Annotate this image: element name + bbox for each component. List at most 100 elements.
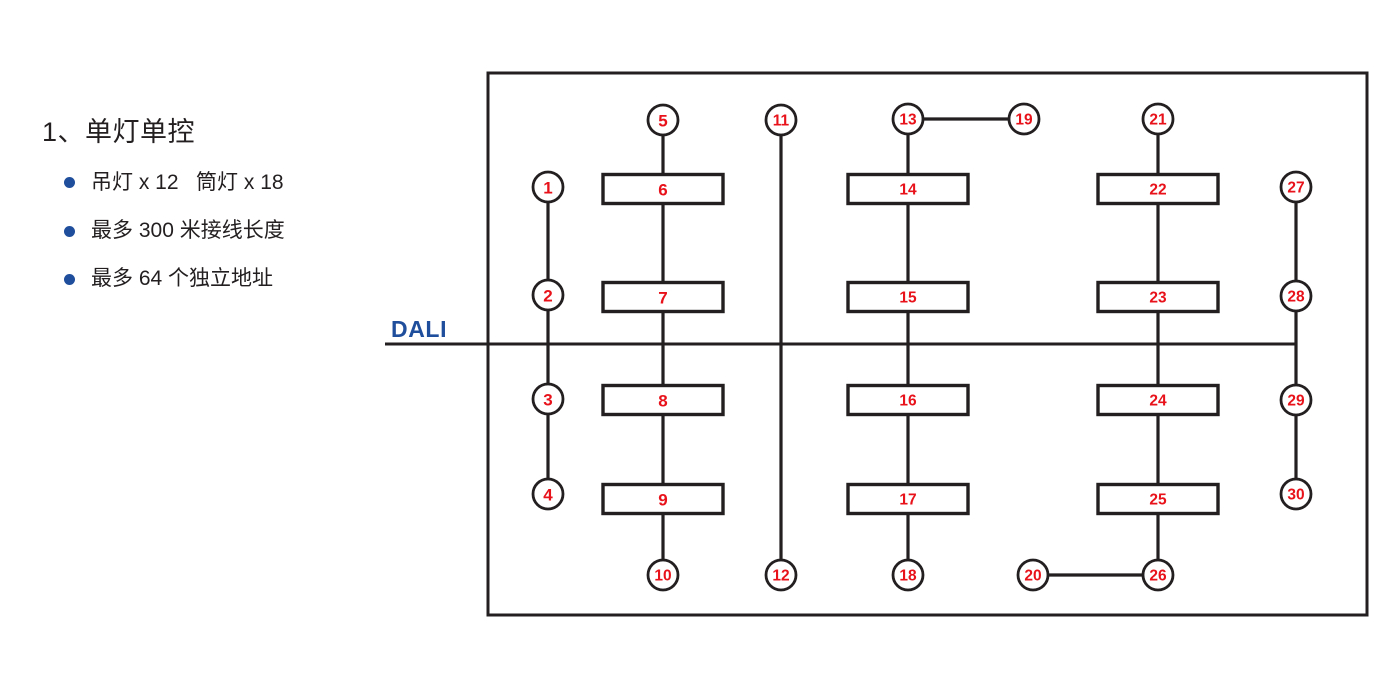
node-label: 23 [1149, 290, 1167, 307]
device-circle [531, 477, 565, 511]
luminaire-rect [1096, 280, 1220, 314]
list-item: 吊灯 x 12 筒灯 x 18 [64, 170, 402, 196]
list-item-label: 最多 300 米接线长度 [91, 218, 285, 242]
node-label: 3 [543, 391, 552, 410]
device-node-11[interactable]: 11 [764, 103, 798, 137]
device-node-21[interactable]: 21 [1141, 102, 1175, 136]
device-node-13[interactable]: 13 [891, 102, 925, 136]
luminaire-rect [846, 280, 970, 314]
device-node-1[interactable]: 1 [531, 170, 565, 204]
node-label: 4 [543, 486, 553, 505]
node-label: 11 [773, 113, 790, 130]
luminaire-node-22[interactable]: 22 [1096, 172, 1220, 206]
device-node-27[interactable]: 27 [1279, 170, 1313, 204]
node-label: 30 [1287, 487, 1304, 504]
luminaire-node-15[interactable]: 15 [846, 280, 970, 314]
luminaire-node-7[interactable]: 7 [601, 280, 725, 314]
luminaire-rect [846, 482, 970, 516]
device-circle [1016, 558, 1050, 592]
luminaire-node-9[interactable]: 9 [601, 482, 725, 516]
device-node-10[interactable]: 10 [646, 558, 680, 592]
node-label: 19 [1015, 112, 1033, 129]
list-item-label: 最多 64 个独立地址 [91, 267, 274, 291]
node-label: 27 [1287, 180, 1304, 197]
luminaire-rect [846, 172, 970, 206]
device-node-26[interactable]: 26 [1141, 558, 1175, 592]
device-circle [764, 103, 798, 137]
device-circle [646, 558, 680, 592]
luminaire-rect [601, 482, 725, 516]
bullet-dot-icon [64, 273, 75, 285]
node-label: 10 [654, 568, 671, 585]
device-node-29[interactable]: 29 [1279, 383, 1313, 417]
luminaire-rect [1096, 482, 1220, 516]
diagram-links-layer [546, 117, 1298, 577]
node-label: 12 [772, 568, 789, 585]
device-circle [1141, 558, 1175, 592]
device-circle [764, 558, 798, 592]
device-node-5[interactable]: 5 [646, 103, 680, 137]
page-title: 1、单灯单控 [42, 117, 196, 147]
device-node-3[interactable]: 3 [531, 382, 565, 416]
node-label: 1 [543, 179, 552, 198]
device-circle [1279, 383, 1313, 417]
device-circle [891, 102, 925, 136]
device-circle [531, 170, 565, 204]
luminaire-rect [601, 383, 725, 417]
device-node-19[interactable]: 19 [1007, 102, 1041, 136]
node-label: 29 [1287, 393, 1305, 410]
device-node-2[interactable]: 2 [531, 278, 565, 312]
luminaire-node-6[interactable]: 6 [601, 172, 725, 206]
device-node-28[interactable]: 28 [1279, 279, 1313, 313]
bullet-dot-icon [64, 225, 75, 237]
luminaire-node-25[interactable]: 25 [1096, 482, 1220, 516]
node-label: 8 [658, 392, 667, 411]
device-circle [1141, 102, 1175, 136]
node-label: 22 [1149, 182, 1166, 199]
node-label: 2 [543, 287, 552, 306]
node-label: 18 [899, 568, 917, 585]
luminaire-node-8[interactable]: 8 [601, 383, 725, 417]
bullet-dot-icon [64, 177, 75, 189]
device-node-12[interactable]: 12 [764, 558, 798, 592]
node-label: 7 [658, 289, 667, 308]
list-item: 最多 300 米接线长度 [64, 218, 402, 244]
luminaire-node-17[interactable]: 17 [846, 482, 970, 516]
device-circle [531, 278, 565, 312]
device-circle [891, 558, 925, 592]
luminaire-node-14[interactable]: 14 [846, 172, 970, 206]
node-label: 25 [1149, 492, 1167, 509]
info-panel: 1、单灯单控 吊灯 x 12 筒灯 x 18 最多 300 米接线长度 最多 6… [42, 117, 402, 314]
device-circle [1279, 279, 1313, 313]
device-node-20[interactable]: 20 [1016, 558, 1050, 592]
dali-bus-label: DALI [391, 316, 447, 342]
node-label: 6 [658, 181, 667, 200]
luminaire-rect [601, 280, 725, 314]
node-label: 13 [899, 112, 917, 129]
node-label: 17 [899, 492, 916, 509]
node-label: 26 [1149, 568, 1167, 585]
device-circle [646, 103, 680, 137]
luminaire-rect [846, 383, 970, 417]
device-circle [531, 382, 565, 416]
node-label: 24 [1149, 393, 1167, 410]
device-node-4[interactable]: 4 [531, 477, 565, 511]
device-node-18[interactable]: 18 [891, 558, 925, 592]
luminaire-node-16[interactable]: 16 [846, 383, 970, 417]
node-label: 5 [658, 112, 667, 131]
luminaire-rect [601, 172, 725, 206]
device-circle [1279, 170, 1313, 204]
list-item-label: 吊灯 x 12 筒灯 x 18 [91, 170, 284, 194]
device-node-30[interactable]: 30 [1279, 477, 1313, 511]
list-item: 最多 64 个独立地址 [64, 266, 402, 292]
node-label: 14 [899, 182, 917, 199]
luminaire-node-23[interactable]: 23 [1096, 280, 1220, 314]
node-label: 20 [1024, 568, 1041, 585]
luminaire-node-24[interactable]: 24 [1096, 383, 1220, 417]
feature-list: 吊灯 x 12 筒灯 x 18 最多 300 米接线长度 最多 64 个独立地址 [42, 170, 402, 293]
node-label: 9 [658, 491, 667, 510]
luminaire-rect [1096, 172, 1220, 206]
dali-bus-layer: DALI [385, 316, 1296, 346]
